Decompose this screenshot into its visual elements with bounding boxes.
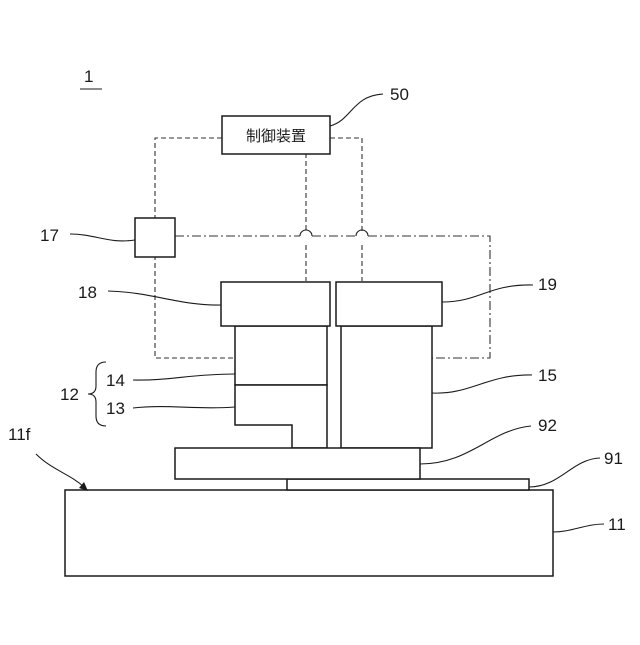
control-line-right-upper: [330, 138, 362, 233]
leader-15: [432, 375, 532, 393]
leader-11f: [36, 454, 84, 487]
part-14-block: [235, 326, 327, 385]
leader-91: [529, 458, 600, 487]
label-13: 13: [106, 399, 125, 418]
plate-91: [287, 479, 529, 490]
leader-19: [442, 285, 533, 302]
leader-17: [70, 234, 135, 241]
label-17: 17: [40, 226, 59, 245]
label-92: 92: [538, 416, 557, 435]
leader-13: [133, 407, 235, 408]
unit-19-box: [336, 282, 442, 326]
part-15-block: [341, 326, 432, 448]
unit-17-box: [135, 218, 175, 257]
figure-number: 1: [84, 67, 93, 86]
leader-11: [553, 524, 604, 532]
label-50: 50: [390, 85, 409, 104]
label-14: 14: [106, 371, 125, 390]
leader-18: [108, 291, 221, 305]
label-91: 91: [604, 449, 623, 468]
label-11f: 11f: [8, 425, 31, 444]
leader-92: [420, 426, 531, 464]
controller-label: 制御装置: [246, 127, 306, 145]
brace-12: [88, 362, 106, 426]
leader-14: [133, 374, 235, 380]
label-12: 12: [60, 385, 79, 404]
plate-92: [175, 448, 420, 479]
part-13-block: [235, 385, 327, 448]
leader-50: [330, 94, 383, 126]
label-11: 11: [608, 515, 626, 534]
label-18: 18: [78, 283, 97, 302]
label-19: 19: [538, 275, 557, 294]
unit-18-box: [221, 282, 330, 326]
line-crossover-1: [300, 230, 312, 236]
base-11: [65, 490, 553, 576]
label-15: 15: [538, 366, 557, 385]
